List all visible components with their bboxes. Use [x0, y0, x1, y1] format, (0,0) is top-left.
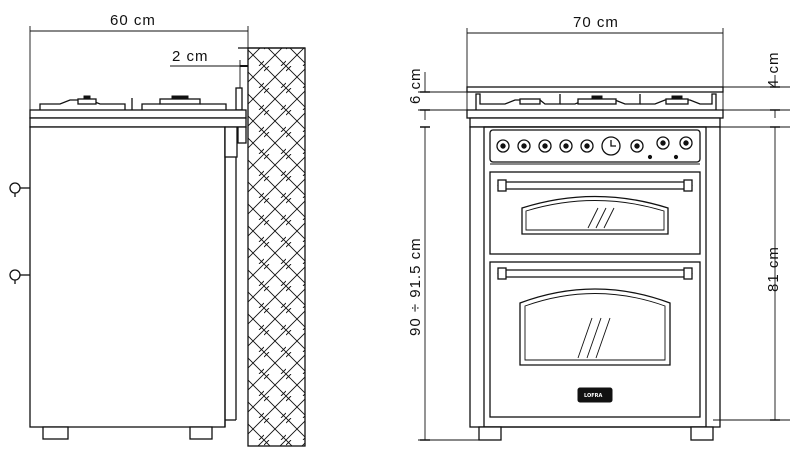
indicator-light-icon [647, 154, 653, 160]
lower-oven-handle[interactable] [497, 269, 693, 278]
side-handle-upper [9, 182, 30, 197]
side-foot-front [42, 426, 69, 440]
side-foot-back [189, 426, 213, 440]
front-view: 70 cm [407, 14, 790, 441]
side-view: 60 cm 2 cm [9, 12, 306, 447]
wall [247, 47, 306, 447]
upper-oven-window [521, 195, 669, 235]
side-width-label: 60 cm [110, 12, 156, 29]
total-height-label: 90 ÷ 91.5 cm [407, 237, 424, 336]
brand-label: LOFRA [584, 393, 603, 399]
control-panel [489, 129, 701, 163]
upper-oven-handle[interactable] [497, 181, 693, 190]
body-height-label: 81 cm [765, 246, 782, 292]
side-hob-top [29, 109, 247, 119]
lid-height-label: 4 cm [765, 51, 782, 88]
front-lid [466, 86, 724, 93]
lower-oven-window [519, 288, 671, 366]
side-body [29, 126, 226, 428]
side-handle-lower [9, 269, 30, 284]
front-hob-top [466, 109, 724, 119]
side-burners [39, 87, 243, 111]
front-foot-left [478, 426, 502, 441]
gap-label: 2 cm [172, 48, 209, 65]
indicator-light-icon [673, 154, 679, 160]
front-foot-right [690, 426, 714, 441]
brand-badge [577, 387, 613, 403]
front-burners [475, 93, 717, 110]
upper-oven [489, 171, 701, 255]
control-knobs [496, 136, 693, 160]
hob-height-label: 6 cm [407, 67, 424, 104]
lower-oven: LOFRA [489, 261, 701, 418]
front-width-label: 70 cm [573, 14, 619, 31]
